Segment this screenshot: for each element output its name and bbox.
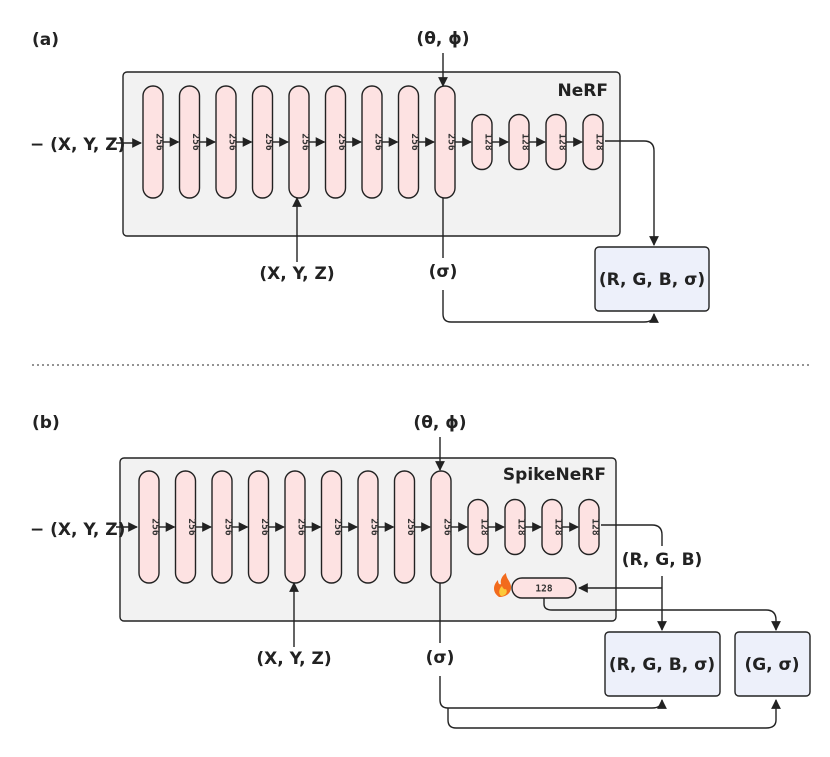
b-layer-10-label: 128 <box>479 518 490 535</box>
b-layer-2-label: 256 <box>186 518 197 535</box>
spikenerf-title: SpikeNeRF <box>503 465 606 485</box>
panel-a-tag: (a) <box>32 30 59 50</box>
panel-a-view-input: (θ, ϕ) <box>416 29 469 49</box>
b-layer-13-label: 128 <box>590 518 601 535</box>
b-layer-3-label: 256 <box>223 518 234 535</box>
rgb-to-output-arrow <box>605 140 659 246</box>
a-layer-3-label: 256 <box>227 133 238 150</box>
panel-b-output-2: (G, σ) <box>744 655 799 675</box>
panel-b-layers: 256 256 256 256 256 256 256 256 256 128 128 128 128 <box>138 470 601 584</box>
b-layer-9-label: 256 <box>442 518 453 535</box>
b-layer-13 <box>578 498 600 556</box>
b-layer-8-label: 256 <box>405 518 416 535</box>
b-layer-6-label: 256 <box>332 518 343 535</box>
density-to-output-arrow <box>442 290 659 323</box>
panel-a-input: − (X, Y, Z) <box>30 135 125 155</box>
rgb-branch-line <box>601 524 663 546</box>
a-layer-10-label: 128 <box>483 133 494 150</box>
a-layer-9-label: 256 <box>446 133 457 150</box>
b-layer-4-label: 256 <box>259 518 270 535</box>
panel-a-output: (R, G, B, σ) <box>599 270 705 290</box>
panel-a-output-box <box>594 246 710 312</box>
density-to-output2-arrow <box>447 699 781 729</box>
panel-b-input: − (X, Y, Z) <box>30 520 125 540</box>
a-layer-8-label: 256 <box>409 133 420 150</box>
extra-layer-label: 128 <box>535 584 552 595</box>
panel-a-density: (σ) <box>429 262 458 282</box>
panel-b-density: (σ) <box>426 648 455 668</box>
b-layer-7-label: 256 <box>369 518 380 535</box>
a-layer-7-label: 256 <box>373 133 384 150</box>
a-layer-12-label: 128 <box>557 133 568 150</box>
b-layer-12-label: 128 <box>553 518 564 535</box>
b-layer-11-label: 128 <box>516 518 527 535</box>
extra-layer-to-output2-arrow <box>543 598 781 631</box>
b-layer-5-label: 256 <box>296 518 307 535</box>
panel-b-output1-box <box>604 631 721 697</box>
panel-b-tag: (b) <box>32 413 60 433</box>
a-layer-13 <box>582 113 604 171</box>
panel-a-skip-input: (X, Y, Z) <box>259 264 334 284</box>
a-layer-13-label: 128 <box>594 133 605 150</box>
panel-b-view-input: (θ, ϕ) <box>413 413 466 433</box>
a-layer-2-label: 256 <box>190 133 201 150</box>
panel-b-output-1: (R, G, B, σ) <box>609 655 715 675</box>
a-layer-5-label: 256 <box>300 133 311 150</box>
panel-b-rgb-label: (R, G, B) <box>622 550 703 570</box>
a-layer-11-label: 128 <box>520 133 531 150</box>
a-layer-4-label: 256 <box>263 133 274 150</box>
a-layer-1-label: 256 <box>154 133 165 150</box>
panel-b-skip-input: (X, Y, Z) <box>256 649 331 669</box>
b-layer-1-label: 256 <box>150 518 161 535</box>
a-layer-6-label: 256 <box>336 133 347 150</box>
panel-a-layers: 256 256 256 256 256 256 256 256 256 128 128 128 128 <box>142 85 605 199</box>
nerf-title: NeRF <box>558 81 608 101</box>
panel-b-output2-box <box>734 631 811 697</box>
fire-icon <box>494 573 512 597</box>
